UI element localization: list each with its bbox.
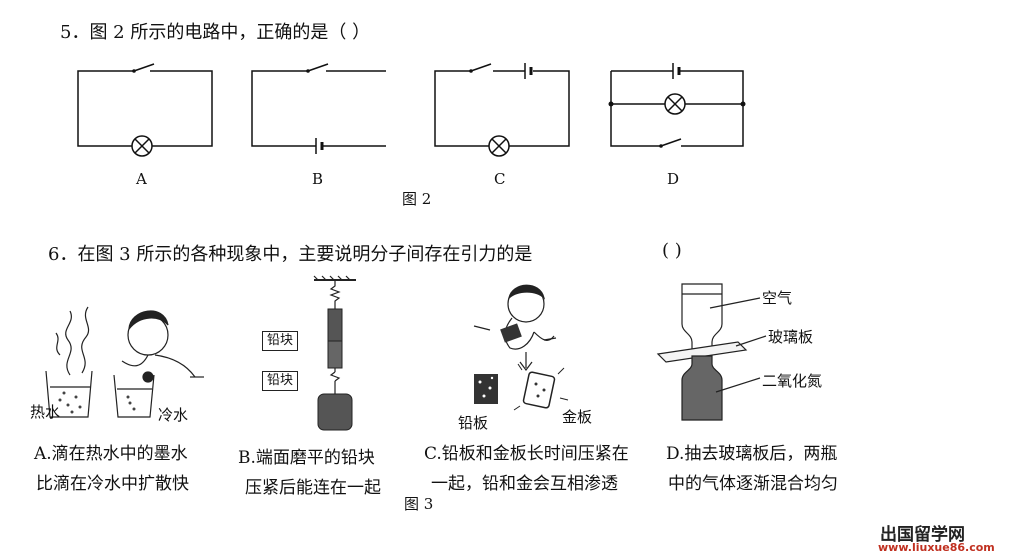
- circuit-diagram-b: [251, 63, 386, 154]
- figure-2-caption: 图 2: [402, 190, 432, 208]
- label-lead-block-top: 铅块: [262, 331, 298, 351]
- watermark-title: 出国留学网: [880, 525, 965, 545]
- label-glass-plate: 玻璃板: [768, 328, 814, 346]
- gas-bottles-illustration: [656, 283, 767, 421]
- caption-d-line-2: 中的气体逐渐混合均匀: [668, 474, 838, 494]
- option-label-a: A: [136, 170, 147, 188]
- question-6-text: 6．在图 3 所示的各种现象中，主要说明分子间存在引力的是: [48, 244, 533, 265]
- lead-blocks-illustration: [313, 275, 356, 431]
- caption-a-line-2: 比滴在冷水中扩散快: [36, 474, 189, 494]
- circuit-diagram-d: [608, 63, 746, 148]
- label-hot-water: 热水: [30, 403, 61, 421]
- circuit-diagram-c: [434, 63, 570, 157]
- caption-c-line-2: 一起，铅和金会互相渗透: [431, 474, 618, 494]
- answer-parentheses: ( ): [662, 240, 682, 261]
- option-label-b: B: [312, 170, 324, 188]
- label-cold-water: 冷水: [158, 406, 189, 424]
- label-nitrogen-dioxide: 二氧化氮: [762, 372, 823, 390]
- option-label-c: C: [494, 170, 506, 188]
- label-air: 空气: [762, 289, 793, 307]
- caption-d-line-1: D.抽去玻璃板后，两瓶: [666, 444, 838, 464]
- label-lead-plate: 铅板: [458, 414, 489, 432]
- lead-gold-plates-illustration: [473, 284, 569, 411]
- caption-b-line-2: 压紧后能连在一起: [245, 478, 381, 498]
- question-5-text: 5．图 2 所示的电路中，正确的是（ ）: [60, 22, 371, 43]
- figure-3-caption: 图 3: [404, 495, 434, 513]
- caption-c-line-1: C.铅板和金板长时间压紧在: [424, 444, 629, 464]
- circuit-diagram-a: [77, 63, 213, 157]
- label-lead-block-bottom: 铅块: [262, 371, 298, 391]
- ink-diffusion-illustration: [45, 306, 204, 418]
- label-gold-plate: 金板: [562, 408, 593, 426]
- watermark-url: www.liuxue86.com: [878, 541, 995, 554]
- caption-a-line-1: A.滴在热水中的墨水: [34, 444, 188, 464]
- caption-b-line-1: B.端面磨平的铅块: [238, 448, 375, 468]
- option-label-d: D: [667, 170, 680, 188]
